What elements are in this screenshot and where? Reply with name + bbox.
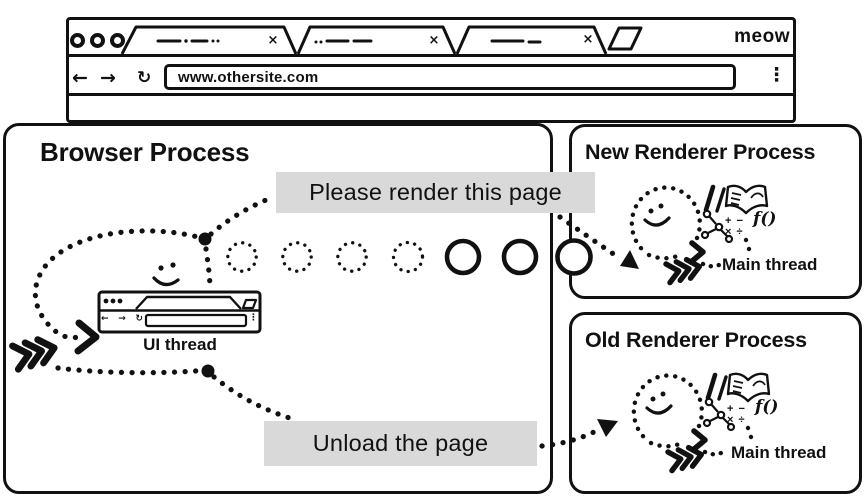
window-button-1-icon[interactable] [70,33,85,48]
render-message-label: Please render this page [276,172,595,213]
main-thread-label-old: Main thread [731,443,827,462]
mini-back-icon: ← [101,314,109,324]
ui-thread-label: UI thread [143,335,217,354]
back-button[interactable]: ← [72,67,88,89]
new-renderer-title: New Renderer Process [585,140,816,164]
mini-browser-nav: ← → ↻ [101,314,143,324]
url-field[interactable]: www.othersite.com [164,64,736,90]
math-row2-old: × ÷ [727,414,746,426]
tab1-close-button[interactable]: × [267,33,279,48]
reload-button[interactable]: ↻ [137,68,152,88]
old-renderer-title: Old Renderer Process [585,328,807,352]
mini-menu-icon: ⋮ [249,313,258,323]
unload-message-label: Unload the page [264,421,537,466]
function-icon-old: f() [755,397,779,417]
mini-reload-icon: ↻ [135,314,143,324]
window-button-3-icon[interactable] [110,33,125,48]
function-icon: f() [753,209,777,229]
url-text: www.othersite.com [178,68,319,86]
math-icon-old: + − × ÷ [727,404,746,426]
browser-process-title: Browser Process [40,137,250,167]
window-button-2-icon[interactable] [90,33,105,48]
forward-button[interactable]: → [100,67,116,89]
math-row2: × ÷ [725,226,744,238]
address-bar [69,57,793,96]
math-icon: + − × ÷ [725,216,744,238]
mini-forward-icon: → [118,314,126,324]
main-thread-label-new: Main thread [722,255,818,274]
brand-label: meow [734,26,790,47]
tab3-close-button[interactable]: × [582,32,594,47]
menu-button[interactable]: ⋮ [767,64,786,86]
tab2-close-button[interactable]: × [428,33,440,48]
tab-strip [69,20,793,57]
